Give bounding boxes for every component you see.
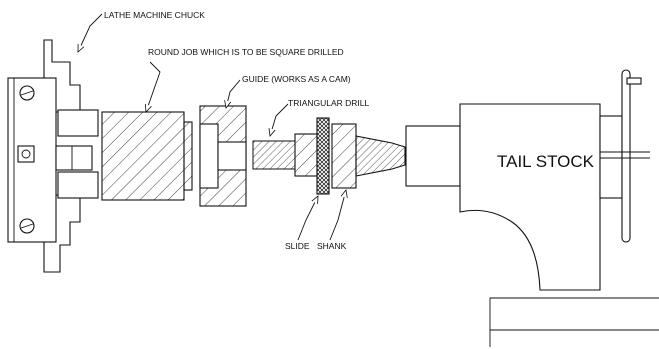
label-shank: SHANK [317, 241, 347, 251]
label-drill: TRIANGULAR DRILL [288, 98, 370, 108]
lathe-chuck [7, 39, 99, 273]
label-guide-group: GUIDE (WORKS AS A CAM) [226, 74, 351, 108]
round-job [101, 111, 193, 201]
label-guide: GUIDE (WORKS AS A CAM) [242, 74, 351, 84]
tail-stock [405, 69, 659, 347]
guide-cam [199, 105, 247, 207]
label-slide-group: SLIDE [285, 196, 318, 251]
label-drill-group: TRIANGULAR DRILL [270, 98, 370, 136]
shank [331, 123, 406, 189]
label-job-group: ROUND JOB WHICH IS TO BE SQUARE DRILLED [146, 47, 344, 112]
label-shank-group: SHANK [317, 190, 347, 251]
label-job: ROUND JOB WHICH IS TO BE SQUARE DRILLED [148, 47, 344, 57]
label-slide: SLIDE [285, 241, 310, 251]
slide [316, 117, 330, 195]
triangular-drill [252, 133, 318, 177]
label-chuck-group: LATHE MACHINE CHUCK [78, 10, 205, 52]
label-tail-stock: TAIL STOCK [497, 152, 595, 171]
label-chuck: LATHE MACHINE CHUCK [104, 10, 205, 20]
